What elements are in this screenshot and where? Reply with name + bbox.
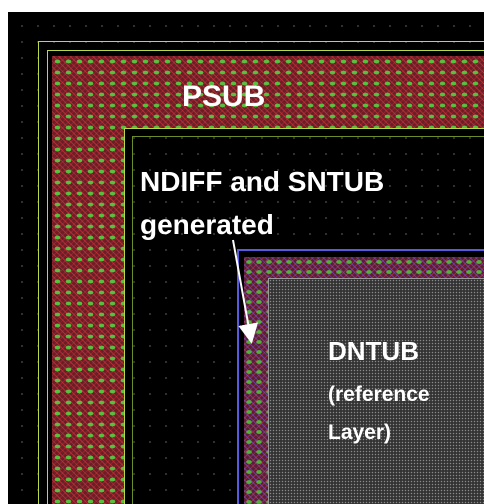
- ndiff-label-line1: NDIFF and SNTUB: [140, 166, 385, 197]
- ndiff-outer-boundary: [132, 136, 484, 504]
- psub-ring-left: [52, 56, 124, 504]
- arrow-line: [232, 239, 259, 344]
- psub-boundary: [47, 50, 484, 504]
- psub-inner-boundary: [124, 128, 484, 504]
- psub-outer-boundary: [38, 41, 484, 504]
- ndiff-label-line2: generated: [140, 209, 274, 240]
- ndiff-ring-left: [244, 257, 268, 504]
- dntub-ref-line1: (reference: [328, 383, 430, 406]
- layout-canvas: PSUB NDIFF and SNTUB generated DNTUB (re…: [8, 12, 484, 504]
- arrow: [232, 239, 259, 344]
- psub-label: PSUB: [182, 80, 266, 113]
- psub-ring-top: [52, 56, 484, 128]
- dntub-region: [268, 278, 484, 504]
- ndiff-sntub-label: NDIFF and SNTUB generated: [140, 160, 384, 246]
- ndiff-ring-top: [244, 257, 484, 281]
- dntub-label: DNTUB: [328, 336, 419, 366]
- dntub-ref-line2: Layer): [328, 421, 392, 444]
- dntub-reference-label: (reference Layer): [328, 376, 430, 452]
- sntub-outline: [237, 249, 484, 504]
